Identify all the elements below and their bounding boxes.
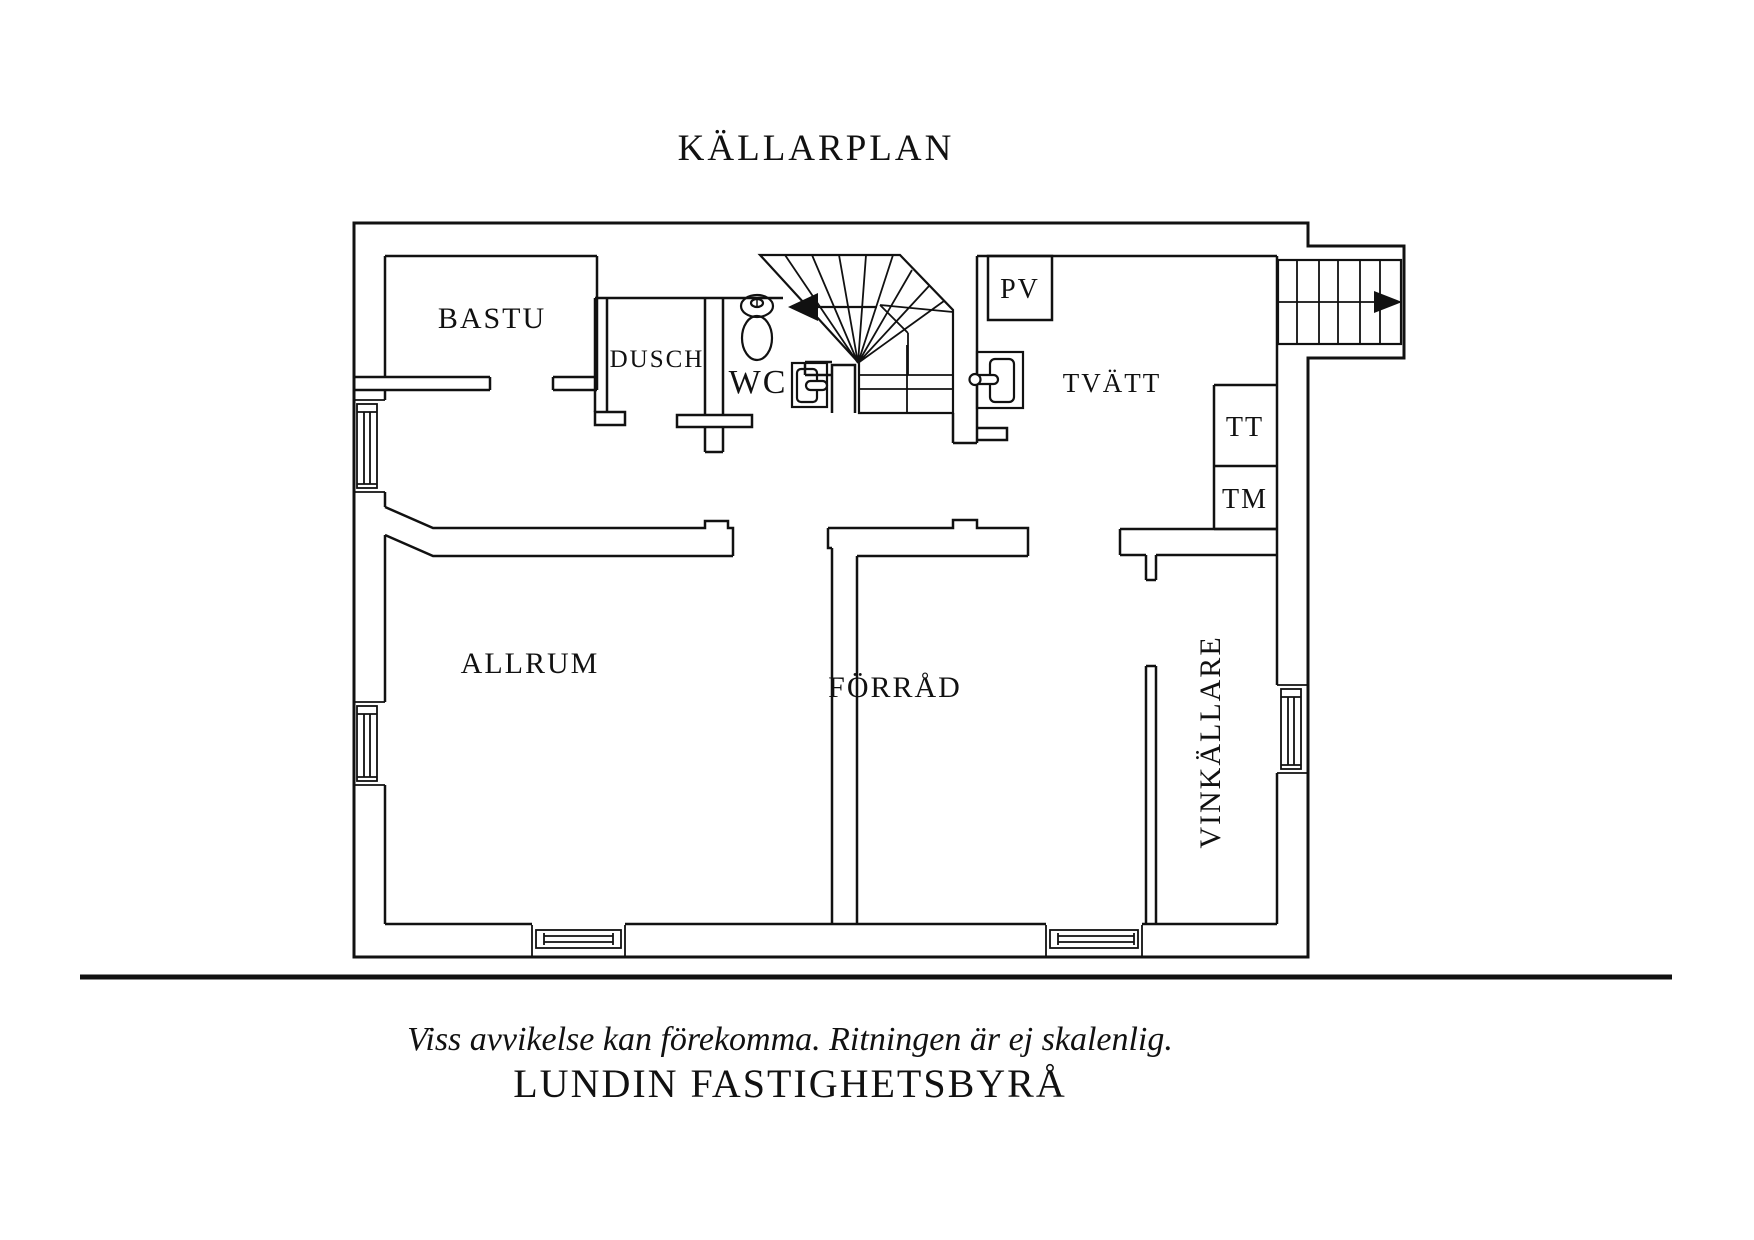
room-label-wc: WC	[729, 364, 788, 401]
room-label-forrad: FÖRRÅD	[828, 671, 962, 704]
stair-arrow-left-icon	[788, 293, 877, 321]
room-label-tm: TM	[1222, 484, 1268, 515]
window-icon-bottom-2	[1045, 925, 1143, 957]
room-label-allrum: ALLRUM	[461, 647, 600, 680]
windows	[354, 399, 1308, 957]
sink-icon-tvatt	[968, 350, 1025, 410]
footer-company: LUNDIN FASTIGHETSBYRÅ	[513, 1061, 1066, 1106]
page-title: KÄLLARPLAN	[678, 128, 955, 169]
room-label-bastu: BASTU	[438, 302, 546, 335]
tvatt-south-wall	[1118, 527, 1277, 582]
outer-walls	[352, 221, 1406, 959]
window-icon-left-1	[354, 399, 385, 493]
vinkallare-partition	[1144, 664, 1158, 924]
window-icon-bottom-1	[531, 925, 626, 957]
hall-tvatt-wall	[951, 256, 1009, 445]
forrad-north-wall	[826, 518, 1030, 924]
pv-box	[986, 254, 1054, 322]
footer-disclaimer: Viss avvikelse kan förekomma. Ritningen …	[407, 1021, 1173, 1058]
allrum-north-wall	[384, 505, 735, 558]
tt-tm-boxes	[1212, 383, 1277, 531]
window-icon-left-2	[354, 701, 385, 786]
toilet-icon	[739, 293, 775, 362]
room-label-dusch: DUSCH	[610, 346, 705, 373]
room-label-pv: PV	[1000, 274, 1040, 305]
inner-walls	[354, 254, 1279, 926]
room-label-tvatt: TVÄTT	[1063, 368, 1161, 398]
room-label-vinkallare: VINKÄLLARE	[1194, 635, 1227, 848]
window-icon-right	[1277, 684, 1308, 774]
room-label-tt: TT	[1226, 412, 1264, 443]
winder-staircase	[757, 253, 955, 415]
bastu-walls	[354, 254, 599, 392]
sink-icon-wc	[790, 361, 829, 409]
stair-arrow-right-icon	[1374, 291, 1402, 313]
